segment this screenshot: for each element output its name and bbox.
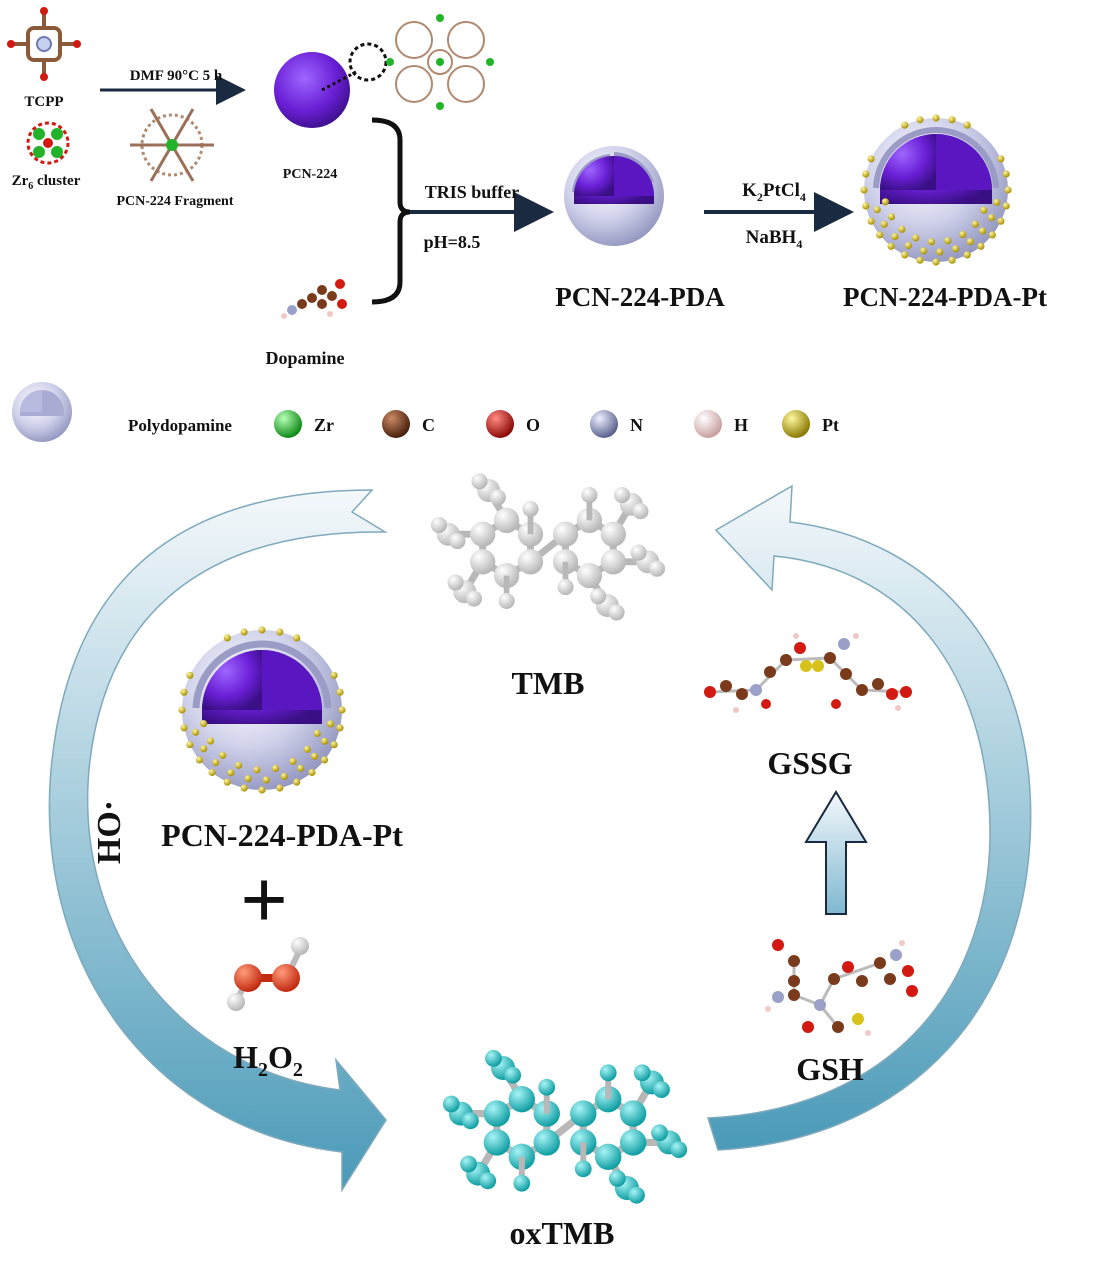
legend-label: H	[734, 415, 748, 435]
legend-item-h: H	[694, 410, 748, 438]
legend-item-pt: Pt	[782, 410, 839, 438]
catalyst-particle	[178, 626, 346, 794]
plus-sign: +	[240, 854, 288, 947]
legend-label: C	[422, 415, 435, 435]
cycle-left-arrow	[48, 489, 388, 1193]
pt-nanoparticles	[860, 114, 1012, 266]
pda-product-label: PCN-224-PDA	[555, 282, 725, 312]
gssg-label: GSSG	[767, 745, 852, 781]
pcn224-particle	[274, 52, 350, 128]
bracket	[371, 117, 411, 305]
catalyst-label: PCN-224-PDA-Pt	[161, 817, 403, 853]
legend-label: N	[630, 415, 643, 435]
legend-label: O	[526, 415, 540, 435]
pcn224-fragment-icon	[130, 108, 214, 182]
cycle-right-arrow	[706, 484, 1032, 1151]
reagent1-label: K2PtCl4	[742, 180, 806, 204]
tcpp-molecule-icon	[7, 7, 81, 81]
oxtmb-label: oxTMB	[510, 1215, 615, 1251]
tris-label: TRIS buffer	[425, 182, 520, 202]
tcpp-label: TCPP	[24, 94, 63, 110]
legend-item-n: N	[590, 410, 643, 438]
polydopamine-label: Polydopamine	[128, 416, 232, 435]
pcn224-label: PCN-224	[283, 167, 337, 182]
reagent2-label: NaBH4	[746, 227, 803, 251]
step1-condition: DMF 90°C 5 h	[130, 68, 223, 84]
gssg-molecule-icon	[704, 633, 912, 713]
dopamine-molecule-icon	[281, 279, 347, 319]
zr6-cluster-icon	[26, 121, 70, 165]
h2o2-molecule-icon	[227, 937, 309, 1011]
dopamine-label: Dopamine	[265, 348, 344, 368]
pt-nanoparticles	[178, 626, 346, 794]
gsh-molecule-icon	[765, 939, 918, 1036]
zr6-cluster-label: Zr6 cluster	[12, 173, 81, 192]
gsh-to-gssg-arrow	[804, 790, 868, 915]
legend-label: Pt	[822, 415, 839, 435]
legend-item-zr: Zr	[274, 410, 334, 438]
pcn224-framework-icon	[386, 14, 494, 110]
legend: Polydopamine Zr C O N H Pt	[12, 382, 839, 442]
pt-product-label: PCN-224-PDA-Pt	[843, 282, 1047, 312]
fragment-label: PCN-224 Fragment	[116, 194, 233, 209]
gsh-label: GSH	[796, 1051, 864, 1087]
zoom-circle	[348, 42, 388, 82]
tmb-label: TMB	[512, 665, 585, 701]
oxtmb-molecule-icon	[442, 1050, 688, 1204]
pcn224-pda-pt-particle	[860, 114, 1012, 266]
pcn224-pda-particle	[564, 146, 664, 246]
legend-item-o: O	[486, 410, 540, 438]
tmb-molecule-icon	[430, 473, 666, 621]
polydopamine-legend-icon	[12, 382, 72, 442]
ph-label: pH=8.5	[424, 232, 481, 252]
hydroxyl-radical-label: HO·	[91, 800, 128, 864]
legend-item-c: C	[382, 410, 435, 438]
h2o2-label: H2O2	[233, 1039, 303, 1081]
legend-label: Zr	[314, 415, 334, 435]
